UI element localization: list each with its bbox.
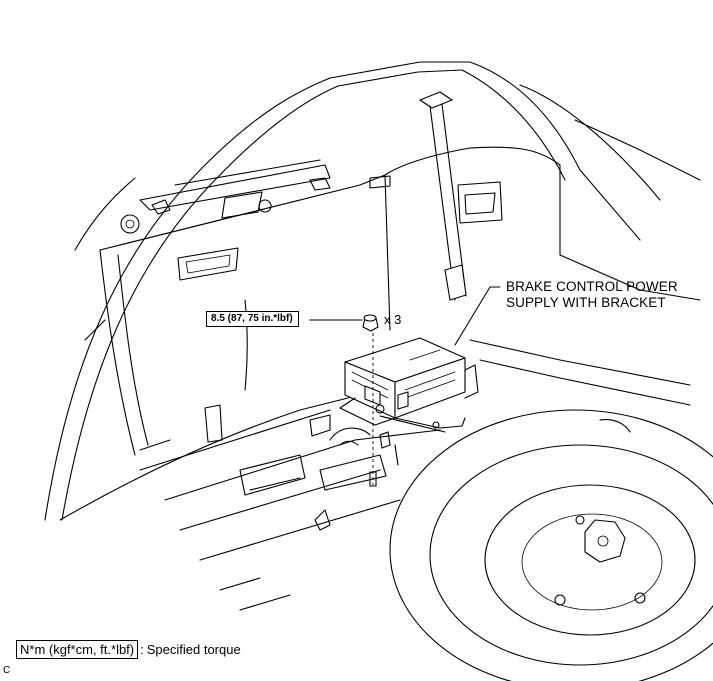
legend-unit-box: N*m (kgf*cm, ft.*lbf)	[16, 640, 139, 659]
legend: N*m (kgf*cm, ft.*lbf) : Specified torque	[16, 640, 241, 659]
body-outline	[44, 61, 701, 521]
upper-trim	[120, 159, 331, 234]
legend-description: Specified torque	[146, 642, 241, 657]
seat-belt-panel	[369, 91, 701, 406]
part-leader	[454, 286, 501, 346]
legend-separator: :	[140, 642, 144, 657]
nut-hardware	[362, 314, 379, 332]
torque-callout: 8.5 (87, 75 in.*lbf)	[206, 311, 299, 327]
corner-code: C	[3, 665, 11, 676]
part-label-line1: BRAKE CONTROL POWER	[506, 279, 678, 294]
brake-control-unit	[339, 337, 479, 433]
trunk-floor	[59, 394, 631, 611]
spare-tire	[389, 409, 713, 681]
quantity-label: x 3	[384, 312, 402, 327]
part-label: BRAKE CONTROL POWER SUPPLY WITH BRACKET	[506, 279, 678, 311]
left-trim-panel	[99, 174, 386, 456]
part-label-line2: SUPPLY WITH BRACKET	[506, 295, 666, 310]
